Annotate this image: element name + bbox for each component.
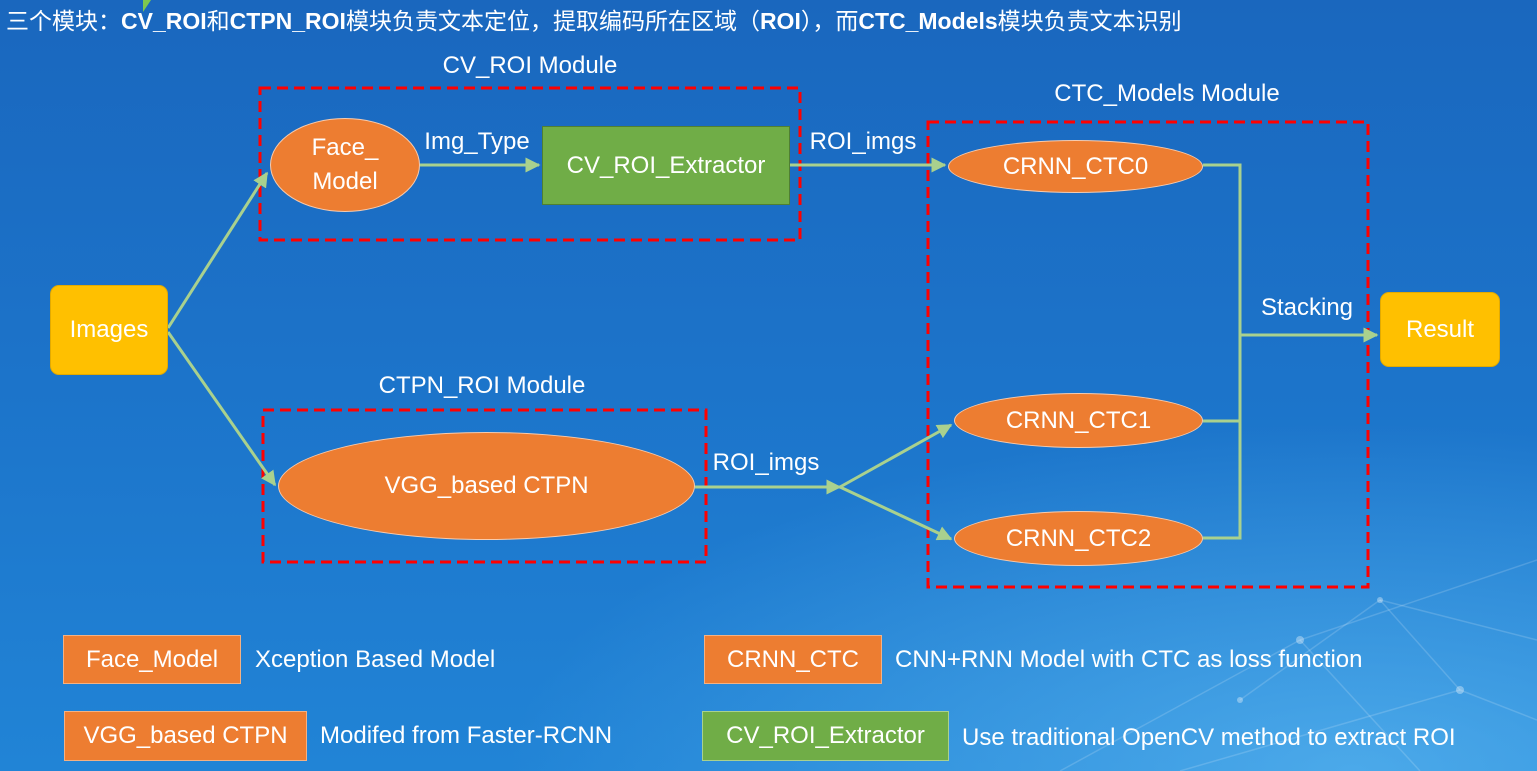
crnn-ctc2-label: CRNN_CTC2 — [1005, 524, 1152, 552]
face-model-label-line1: Face_ — [311, 134, 379, 161]
title-part-bold: ROI — [759, 8, 801, 34]
crnn-ctc0-node: CRNN_CTC0 — [948, 140, 1203, 193]
cv-roi-extractor-node: CV_ROI_Extractor — [542, 126, 790, 205]
face-model-node: Face_ Model — [270, 118, 420, 212]
legend-key-crnn-ctc: CRNN_CTC — [704, 635, 882, 684]
vgg-ctpn-node: VGG_based CTPN — [278, 432, 695, 540]
legend-key-label: CV_ROI_Extractor — [726, 722, 925, 749]
edge-label-roi-imgs-top: ROI_imgs — [809, 128, 917, 155]
edge-split-to-crnn-ctc2 — [839, 485, 953, 541]
title-part-bold: CTPN_ROI — [229, 8, 346, 34]
edge-split-to-crnn-ctc1 — [839, 423, 953, 489]
crnn-ctc1-label: CRNN_CTC1 — [1005, 406, 1152, 434]
images-node: Images — [50, 285, 168, 375]
corner-accent — [143, 0, 151, 12]
cv-roi-extractor-label: CV_ROI_Extractor — [566, 151, 766, 179]
title-part: 模块负责文本定位，提取编码所在区域（ — [345, 8, 760, 34]
legend-description-vgg-ctpn: Modifed from Faster-RCNN — [320, 722, 613, 749]
cv-roi-module-label: CV_ROI Module — [442, 52, 618, 79]
crnn-ctc1-node: CRNN_CTC1 — [954, 393, 1203, 448]
legend-description-cv-roi-extractor: Use traditional OpenCV method to extract… — [962, 724, 1456, 751]
title-part: 和 — [206, 8, 230, 34]
edge-images-to-vgg-ctpn — [166, 331, 277, 487]
edge-label-img-type: Img_Type — [424, 128, 530, 155]
crnn-ctc0-label: CRNN_CTC0 — [1002, 152, 1149, 180]
legend-key-face-model: Face_Model — [63, 635, 241, 684]
ctpn-roi-module-label: CTPN_ROI Module — [378, 372, 586, 399]
legend-description-crnn-ctc: CNN+RNN Model with CTC as loss function — [895, 646, 1363, 673]
title-part-bold: CTC_Models — [858, 8, 998, 34]
edge-stacking-merge — [1203, 163, 1242, 540]
vgg-ctpn-label: VGG_based CTPN — [384, 472, 589, 499]
legend-description-face-model: Xception Based Model — [255, 646, 496, 673]
legend-key-label: Face_Model — [85, 645, 219, 673]
result-node: Result — [1380, 292, 1500, 367]
legend-key-label: CRNN_CTC — [727, 645, 859, 673]
legend-key-vgg-ctpn: VGG_based CTPN — [64, 711, 307, 761]
ctc-models-module-border — [926, 120, 1370, 589]
ctc-models-module-label: CTC_Models Module — [1054, 80, 1280, 107]
title-part-bold: CV_ROI — [121, 8, 207, 34]
legend-key-label: VGG_based CTPN — [83, 722, 288, 749]
images-node-label: Images — [69, 316, 149, 343]
crnn-ctc2-node: CRNN_CTC2 — [954, 511, 1203, 566]
edge-label-stacking: Stacking — [1260, 294, 1354, 321]
edge-images-to-face-model — [166, 171, 269, 329]
result-node-label: Result — [1405, 315, 1475, 343]
slide-title: 三个模块：CV_ROI和CTPN_ROI模块负责文本定位，提取编码所在区域（RO… — [6, 4, 1182, 38]
title-part: ），而 — [800, 8, 859, 34]
face-model-label-line2: Model — [312, 168, 378, 195]
legend-key-cv-roi-extractor: CV_ROI_Extractor — [702, 711, 949, 761]
title-part: 模块负责文本识别 — [997, 8, 1182, 34]
title-part: 三个模块： — [6, 8, 121, 34]
edge-label-roi-imgs-bottom: ROI_imgs — [712, 449, 820, 476]
